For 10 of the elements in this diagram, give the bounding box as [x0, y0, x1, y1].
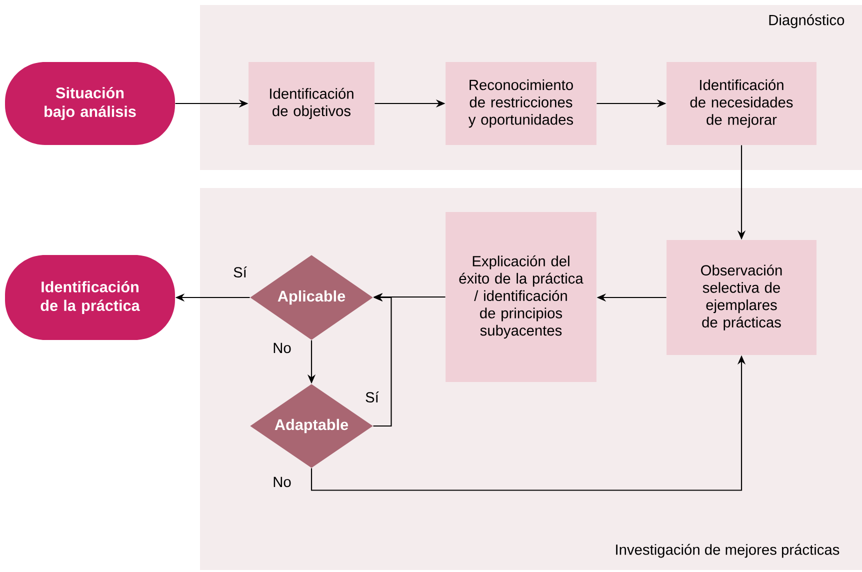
- process-box: Observación selectiva de ejemplares de prácticas: [666, 240, 816, 355]
- process-box: Identificación de necesidades de mejorar: [666, 62, 816, 145]
- process-box: Reconocimiento de restricciones y oportunidades: [446, 62, 596, 145]
- rounded-box: Identificación de la práctica: [5, 254, 175, 340]
- edge-label: No: [271, 476, 293, 488]
- rounded-box: Situación bajo análisis: [5, 62, 175, 145]
- edge-label: Sí: [232, 265, 248, 279]
- process-box: Identificación de objetivos: [248, 62, 374, 145]
- edge-label: No: [271, 342, 293, 354]
- process-box: Explicación del éxito de la práctica / identificación de principios subyacentes: [446, 212, 596, 382]
